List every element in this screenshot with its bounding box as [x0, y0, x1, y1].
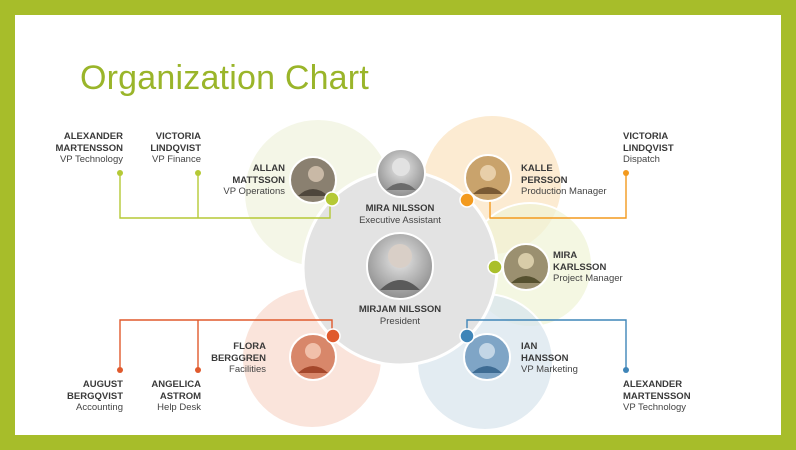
dot-bottom-left-2 [195, 367, 201, 373]
accent-dot-project [487, 259, 503, 275]
project-label: MIRA KARLSSON Project Manager [553, 250, 663, 285]
page-title: Organization Chart [80, 59, 369, 97]
assistant-label: MIRA NILSSON Executive Assistant [340, 203, 460, 226]
dot-bottom-left-1 [117, 367, 123, 373]
report-bottom-right-name-1: ALEXANDER [623, 379, 683, 390]
operations-role: VP Operations [223, 186, 285, 197]
project-name-2: KARLSSON [553, 261, 607, 273]
assistant-name: MIRA NILSSON [365, 203, 435, 214]
accent-dot-operations [324, 191, 340, 207]
operations-name-2: MATTSSON [232, 174, 285, 186]
accent-dot-marketing [459, 328, 475, 344]
report-bottom-left-2-name-2: ASTROM [159, 390, 201, 402]
marketing-label: IAN HANSSON VP Marketing [521, 341, 611, 376]
president-role: President [379, 315, 421, 327]
report-bottom-left-1: AUGUST BERGQVIST Accounting [45, 379, 123, 414]
report-bottom-left-2: ANGELICA ASTROM Help Desk [135, 379, 201, 414]
photo-production [464, 154, 512, 202]
production-label: KALLE PERSSON Production Manager [521, 163, 631, 198]
photo-operations [289, 156, 337, 204]
connector-orange [489, 173, 627, 219]
production-role: Production Manager [521, 186, 607, 197]
connector-blue [466, 319, 627, 370]
photo-president [366, 232, 434, 300]
report-top-right-name-1: VICTORIA [623, 131, 669, 142]
project-role: Project Manager [553, 273, 623, 284]
project-name-1: MIRA [553, 250, 578, 261]
facilities-role: Facilities [229, 364, 266, 375]
dot-top-left-1 [117, 170, 123, 176]
president-label: MIRJAM NILSSON President [330, 304, 470, 327]
report-top-left-1-name-2: MARTENSSON [55, 142, 123, 154]
facilities-label: FLORA BERGGREN Facilities [196, 341, 266, 376]
report-top-right: VICTORIA LINDQVIST Dispatch [623, 131, 713, 166]
photo-marketing [463, 333, 511, 381]
operations-label: ALLAN MATTSSON VP Operations [205, 163, 285, 198]
report-top-left-1: ALEXANDER MARTENSSON VP Technology [40, 131, 123, 166]
report-top-left-2-name-2: LINDQVIST [150, 142, 201, 154]
dot-bottom-right [623, 367, 629, 373]
report-top-right-name-2: LINDQVIST [623, 142, 674, 154]
facilities-name-2: BERGGREN [211, 352, 266, 364]
report-bottom-left-1-role: Accounting [75, 402, 123, 413]
operations-name-1: ALLAN [252, 163, 285, 174]
dot-top-left-2 [195, 170, 201, 176]
report-bottom-left-2-name-1: ANGELICA [151, 379, 201, 390]
president-name: MIRJAM NILSSON [358, 304, 442, 315]
production-name-2: PERSSON [521, 174, 568, 186]
report-top-left-2: VICTORIA LINDQVIST VP Finance [135, 131, 201, 166]
report-bottom-right-name-2: MARTENSSON [623, 390, 691, 402]
marketing-name-1: IAN [521, 341, 538, 352]
production-name-1: KALLE [521, 163, 553, 174]
marketing-role: VP Marketing [521, 364, 578, 375]
report-top-left-1-role: VP Technology [59, 154, 123, 165]
accent-dot-production [459, 192, 475, 208]
report-top-left-2-name-1: VICTORIA [155, 131, 201, 142]
report-top-left-2-role: VP Finance [152, 154, 201, 165]
connector-red [119, 319, 333, 370]
dot-top-right [623, 170, 629, 176]
report-bottom-left-1-name-2: BERGQVIST [67, 390, 123, 402]
report-top-right-role: Dispatch [623, 154, 660, 165]
facilities-name-1: FLORA [233, 341, 266, 352]
connector-green [119, 173, 331, 219]
report-top-left-1-name-1: ALEXANDER [63, 131, 123, 142]
assistant-role: Executive Assistant [359, 214, 441, 226]
marketing-name-2: HANSSON [521, 352, 569, 364]
photo-project [502, 243, 550, 291]
report-bottom-left-2-role: Help Desk [157, 402, 201, 413]
report-bottom-right-role: VP Technology [623, 402, 687, 413]
accent-dot-facilities [325, 328, 341, 344]
photo-facilities [289, 333, 337, 381]
report-bottom-left-1-name-1: AUGUST [82, 379, 123, 390]
photo-assistant [376, 148, 426, 198]
report-bottom-right: ALEXANDER MARTENSSON VP Technology [623, 379, 713, 414]
